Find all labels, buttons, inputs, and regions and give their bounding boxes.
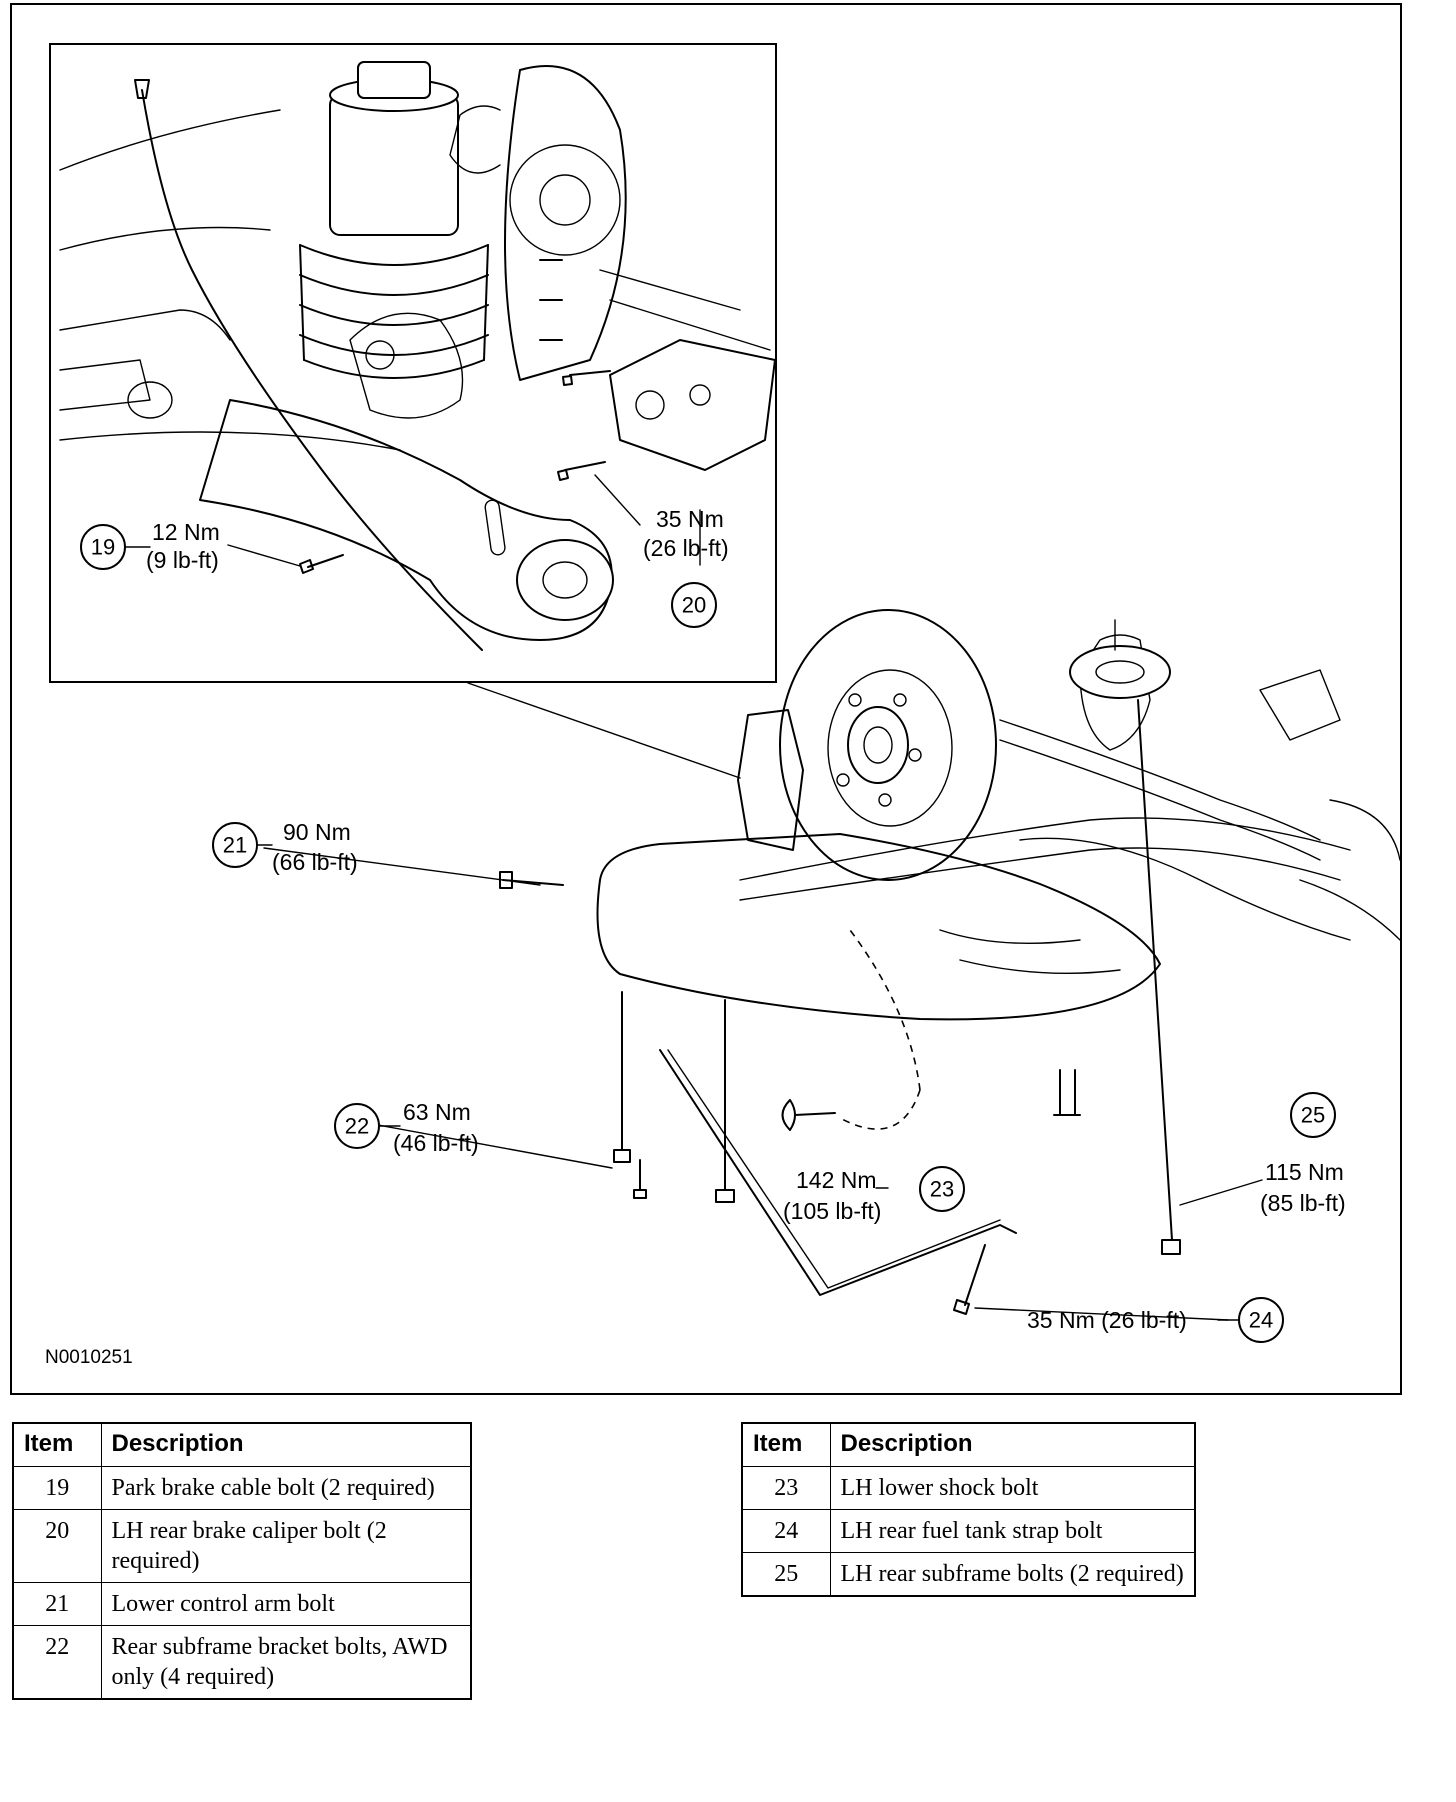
table-row: 24 LH rear fuel tank strap bolt (741, 1509, 1196, 1553)
svg-text:20: 20 (682, 593, 706, 618)
table-header-row: Item Description (12, 1422, 472, 1467)
svg-text:24: 24 (1249, 1308, 1273, 1333)
item-table-left: Item Description 19 Park brake cable bol… (12, 1422, 472, 1700)
callout-23: 142 Nm (105 lb-ft) 23 (783, 1166, 965, 1224)
svg-text:21: 21 (223, 833, 247, 858)
fuel-tank-illustration (596, 833, 1161, 1021)
park-brake-cable (141, 89, 483, 651)
item-description: LH rear subframe bolts (2 required) (829, 1552, 1196, 1597)
item-number: 19 (12, 1466, 102, 1510)
item-number: 25 (741, 1552, 831, 1597)
callout-24: 35 Nm (26 lb-ft) 24 (1027, 1297, 1284, 1343)
control-arm-illustration (199, 312, 614, 641)
main-caliper (737, 709, 804, 851)
frame-illustration (59, 109, 771, 451)
item-number: 24 (741, 1509, 831, 1553)
svg-text:142 Nm: 142 Nm (796, 1167, 877, 1193)
subframe-illustration (739, 634, 1401, 975)
table-row: 19 Park brake cable bolt (2 required) (12, 1466, 472, 1510)
svg-text:23: 23 (930, 1177, 954, 1202)
svg-text:12 Nm: 12 Nm (152, 519, 220, 545)
svg-text:25: 25 (1301, 1103, 1325, 1128)
main-assembly (263, 609, 1401, 1321)
brake-rotor-illustration (779, 609, 997, 881)
caliper-illustration (609, 339, 776, 471)
table-row: 21 Lower control arm bolt (12, 1582, 472, 1626)
callout-25: 25 115 Nm (85 lb-ft) (1260, 1092, 1346, 1216)
item-description: LH rear brake caliper bolt (2 required) (100, 1509, 472, 1583)
svg-text:35 Nm: 35 Nm (656, 506, 724, 532)
svg-text:63 Nm: 63 Nm (403, 1099, 471, 1125)
table-row: 25 LH rear subframe bolts (2 required) (741, 1552, 1196, 1597)
coil-spring-illustration (299, 61, 489, 379)
item-number: 23 (741, 1466, 831, 1510)
callout-20: 35 Nm (26 lb-ft) 20 (643, 506, 729, 628)
item-description: Rear subframe bracket bolts, AWD only (4… (100, 1625, 472, 1700)
item-description: LH rear fuel tank strap bolt (829, 1509, 1196, 1553)
inset-bolts (299, 259, 611, 574)
svg-text:115 Nm: 115 Nm (1265, 1159, 1344, 1185)
svg-text:(46 lb-ft): (46 lb-ft) (393, 1130, 479, 1156)
main-bolts (499, 699, 1181, 1315)
item-number: 22 (12, 1625, 102, 1700)
knuckle-illustration (449, 65, 627, 381)
rear-suspension-diagram: 19 12 Nm (9 lb-ft) 35 Nm (26 lb-ft) 20 2… (45, 43, 1401, 1368)
item-number: 20 (12, 1509, 102, 1583)
figure-id: N0010251 (45, 1347, 133, 1368)
svg-text:90 Nm: 90 Nm (283, 819, 351, 845)
svg-text:(26 lb-ft): (26 lb-ft) (643, 535, 729, 561)
svg-text:35 Nm (26 lb-ft): 35 Nm (26 lb-ft) (1027, 1307, 1187, 1333)
svg-text:(66 lb-ft): (66 lb-ft) (272, 849, 358, 875)
svg-text:22: 22 (345, 1114, 369, 1139)
callout-21: 21 90 Nm (66 lb-ft) (212, 819, 358, 875)
item-description: Lower control arm bolt (100, 1582, 472, 1626)
header-item: Item (12, 1422, 102, 1467)
table-row: 23 LH lower shock bolt (741, 1466, 1196, 1510)
table-header-row: Item Description (741, 1422, 1196, 1467)
fuel-tank-strap (659, 1049, 1017, 1296)
callout-19: 19 12 Nm (9 lb-ft) (80, 519, 220, 573)
diagram-frame (10, 3, 1402, 1395)
header-item: Item (741, 1422, 831, 1467)
svg-text:(9 lb-ft): (9 lb-ft) (146, 547, 219, 573)
svg-text:(85 lb-ft): (85 lb-ft) (1260, 1190, 1346, 1216)
header-description: Description (829, 1422, 1196, 1467)
shock-tower-illustration (1069, 619, 1171, 699)
item-table-right: Item Description 23 LH lower shock bolt … (741, 1422, 1196, 1597)
header-description: Description (100, 1422, 472, 1467)
callout-22: 22 63 Nm (46 lb-ft) (334, 1099, 479, 1156)
item-description: Park brake cable bolt (2 required) (100, 1466, 472, 1510)
item-number: 21 (12, 1582, 102, 1626)
detail-inset (49, 43, 777, 683)
table-row: 22 Rear subframe bracket bolts, AWD only… (12, 1625, 472, 1700)
item-description: LH lower shock bolt (829, 1466, 1196, 1510)
svg-text:19: 19 (91, 535, 115, 560)
svg-text:(105 lb-ft): (105 lb-ft) (783, 1198, 881, 1224)
table-row: 20 LH rear brake caliper bolt (2 require… (12, 1509, 472, 1583)
